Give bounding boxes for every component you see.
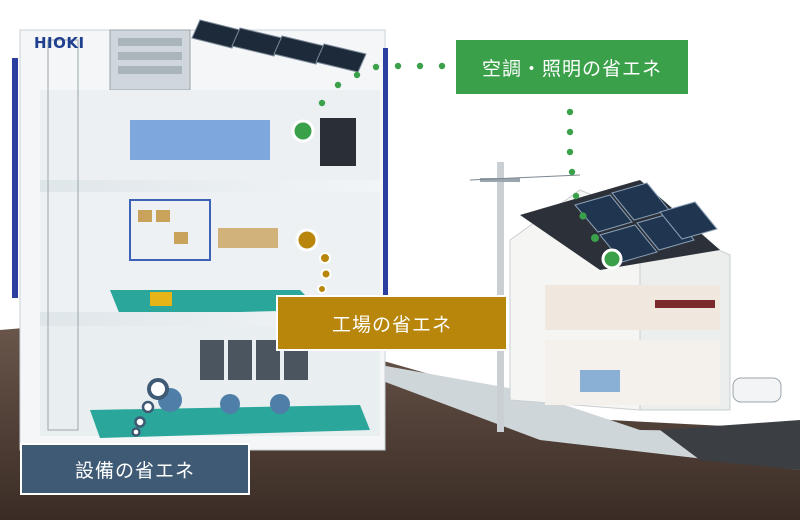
warehouse-shelves [129, 199, 211, 261]
label-factory-energy-saving: 工場の省エネ [276, 295, 508, 351]
gold-connector-dots [317, 252, 332, 294]
green-connector-dots [318, 62, 599, 242]
server-rack [320, 118, 356, 166]
gold-point [295, 228, 319, 252]
forklift [150, 292, 172, 306]
elevator-shaft [47, 39, 79, 431]
building-edge-right [383, 48, 388, 328]
green-point-house [601, 248, 623, 270]
building-solar-panels [191, 19, 367, 73]
label-equipment-energy-saving: 設備の省エネ [20, 443, 250, 495]
road [660, 420, 800, 470]
label-hvac-lighting-energy-saving: 空調・照明の省エネ [456, 40, 688, 94]
hioki-logo: HIOKI [34, 34, 85, 52]
car [732, 377, 782, 403]
navy-connector-dots [131, 400, 155, 437]
office-factory-building [12, 19, 388, 451]
house-store [545, 340, 720, 405]
navy-point [147, 378, 169, 400]
house [509, 180, 782, 411]
building-edge [12, 58, 18, 298]
green-point-building [291, 119, 315, 143]
house-solar-panels [574, 182, 718, 263]
